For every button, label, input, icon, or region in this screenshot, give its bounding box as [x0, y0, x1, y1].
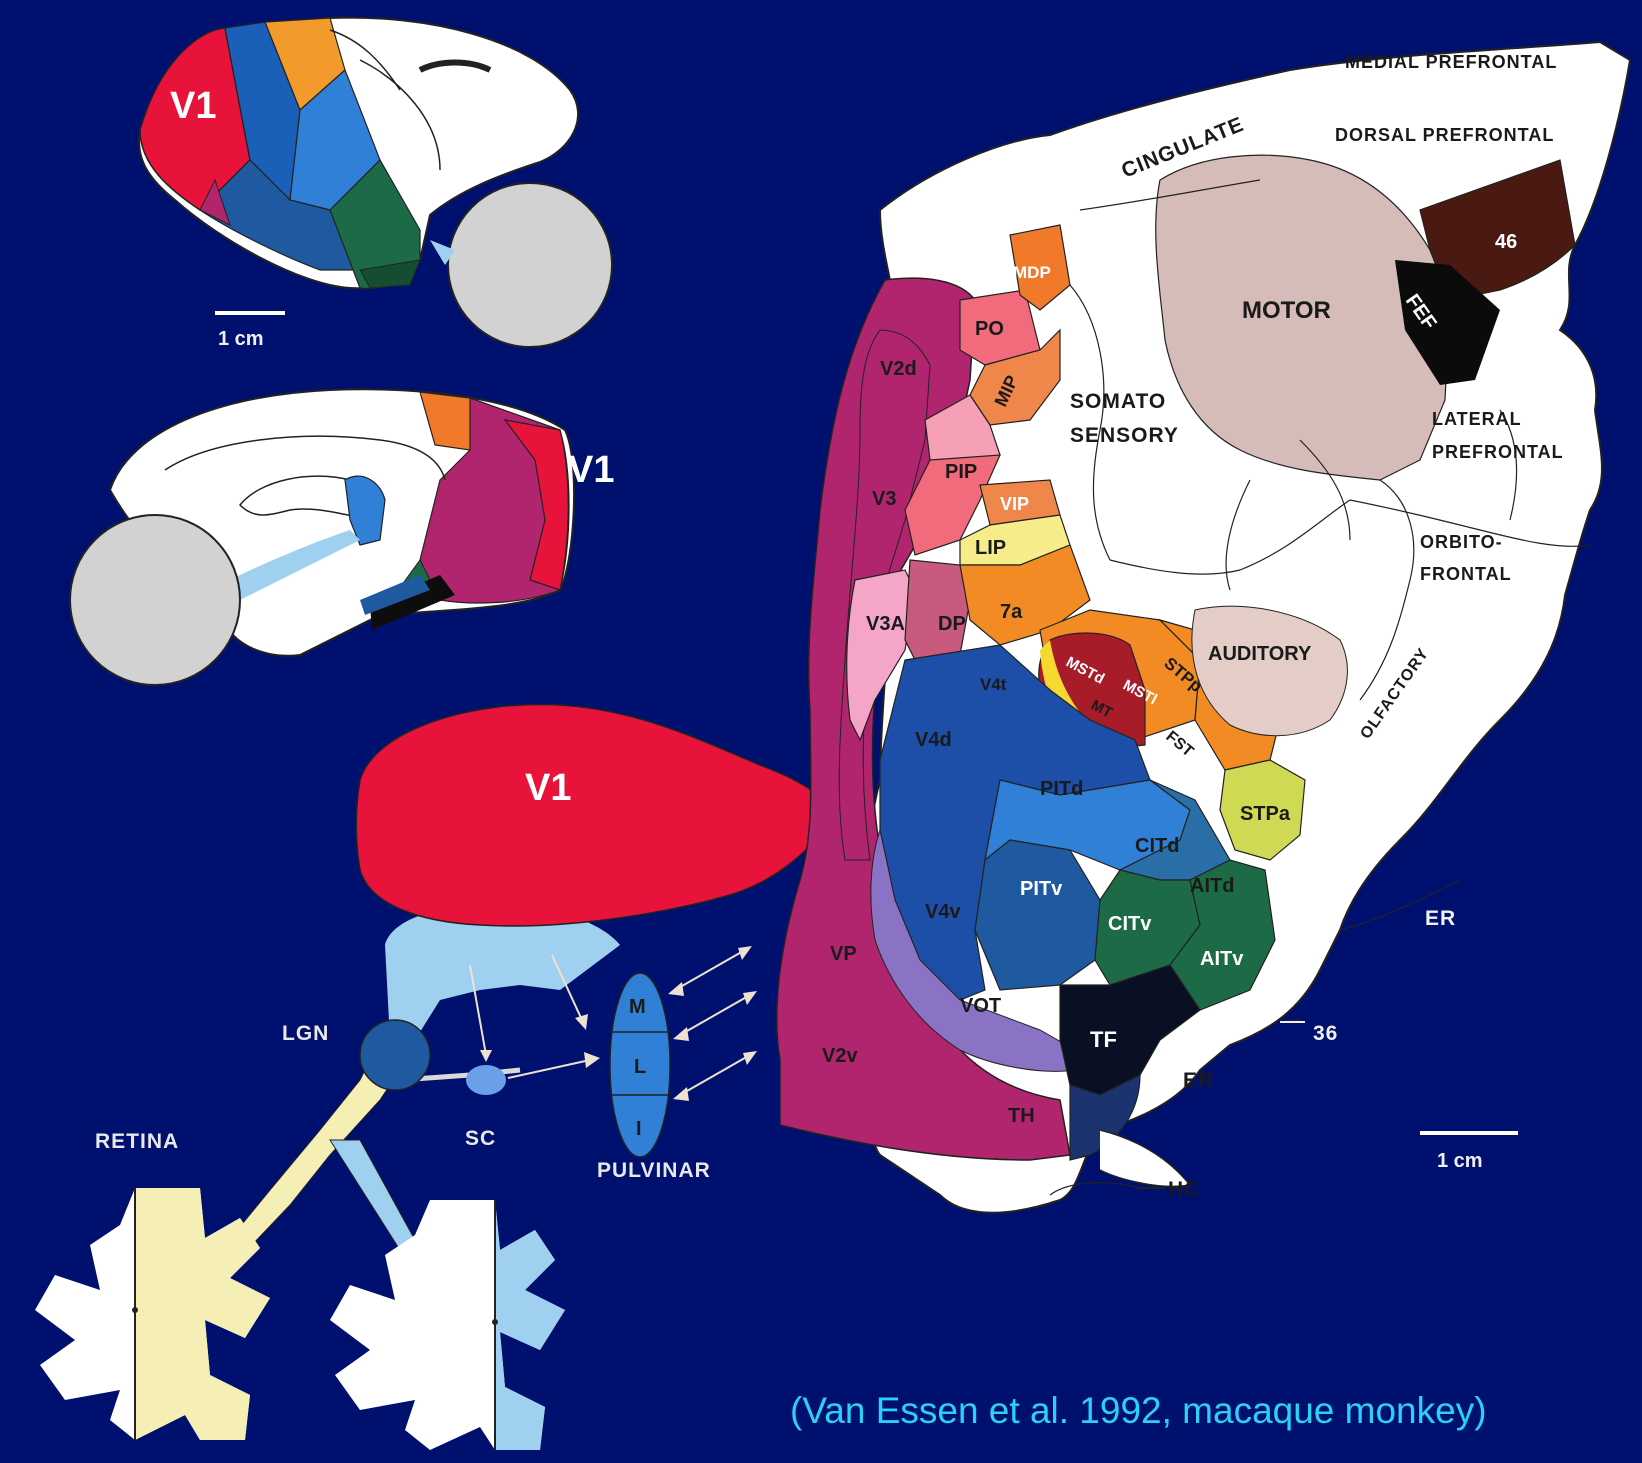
label-mdp: MDP	[1013, 263, 1051, 282]
label-prefrontal: PREFRONTAL	[1432, 442, 1564, 462]
pulvinar-l-label: L	[634, 1056, 646, 1078]
label-orbito: ORBITO-	[1420, 532, 1503, 552]
label-pip: PIP	[945, 461, 977, 483]
label-motor: MOTOR	[1242, 297, 1331, 324]
label-stpa: STPa	[1240, 803, 1291, 825]
label-medial-prefrontal: MEDIAL PREFRONTAL	[1345, 52, 1557, 72]
label-po: PO	[975, 318, 1004, 340]
label-v2v: V2v	[822, 1045, 858, 1067]
lateral-v1-label: V1	[170, 85, 216, 127]
lgn-label: LGN	[282, 1022, 329, 1045]
cerebellum	[448, 183, 612, 347]
label-citv: CITv	[1108, 913, 1152, 935]
label-sensory: SENSORY	[1070, 424, 1179, 447]
label-lip: LIP	[975, 537, 1006, 559]
pulvinar-m-label: M	[629, 996, 646, 1018]
label-hc: HC	[1168, 1178, 1200, 1201]
label-pitd: PITd	[1040, 778, 1083, 800]
label-tf: TF	[1090, 1027, 1117, 1052]
label-er-inner: ER	[1183, 1069, 1214, 1092]
retina-label: RETINA	[95, 1130, 179, 1153]
label-v4d: V4d	[915, 729, 952, 751]
label-th: TH	[1008, 1105, 1035, 1127]
label-v4t: V4t	[980, 675, 1007, 694]
label-auditory: AUDITORY	[1208, 643, 1312, 665]
label-frontal: FRONTAL	[1420, 564, 1512, 584]
label-lateral: LATERAL	[1432, 409, 1522, 429]
label-vp: VP	[830, 943, 857, 965]
label-dp: DP	[938, 613, 966, 635]
label-v3a: V3A	[866, 613, 905, 635]
label-vot: VOT	[960, 995, 1001, 1017]
label-somato: SOMATO	[1070, 390, 1166, 413]
inset-scale-label: 1 cm	[218, 328, 264, 350]
sc-label: SC	[465, 1127, 496, 1150]
label-vip: VIP	[1000, 494, 1029, 514]
sc-node	[466, 1065, 506, 1095]
pulvinar-i-label: I	[636, 1118, 642, 1140]
label-pitv: PITv	[1020, 878, 1063, 900]
label-aitd: AITd	[1190, 875, 1234, 897]
cerebellum-medial	[70, 515, 240, 685]
flatmap-scale-label: 1 cm	[1437, 1150, 1483, 1172]
citation-caption: (Van Essen et al. 1992, macaque monkey)	[790, 1390, 1487, 1431]
label-7a: 7a	[1000, 601, 1023, 623]
label-dorsal-prefrontal: DORSAL PREFRONTAL	[1335, 125, 1554, 145]
label-citd: CITd	[1135, 835, 1179, 857]
label-v3: V3	[872, 488, 896, 510]
lgn-node	[360, 1020, 430, 1090]
label-v4v: V4v	[925, 901, 961, 923]
v1-main-label: V1	[525, 767, 571, 809]
label-46: 46	[1495, 231, 1517, 253]
label-aitv: AITv	[1200, 948, 1244, 970]
label-36: 36	[1313, 1022, 1338, 1045]
label-v2d: V2d	[880, 358, 917, 380]
pulvinar-label: PULVINAR	[597, 1159, 711, 1182]
medial-v1-label: V1	[568, 449, 614, 491]
label-er-outer: ER	[1425, 907, 1456, 930]
